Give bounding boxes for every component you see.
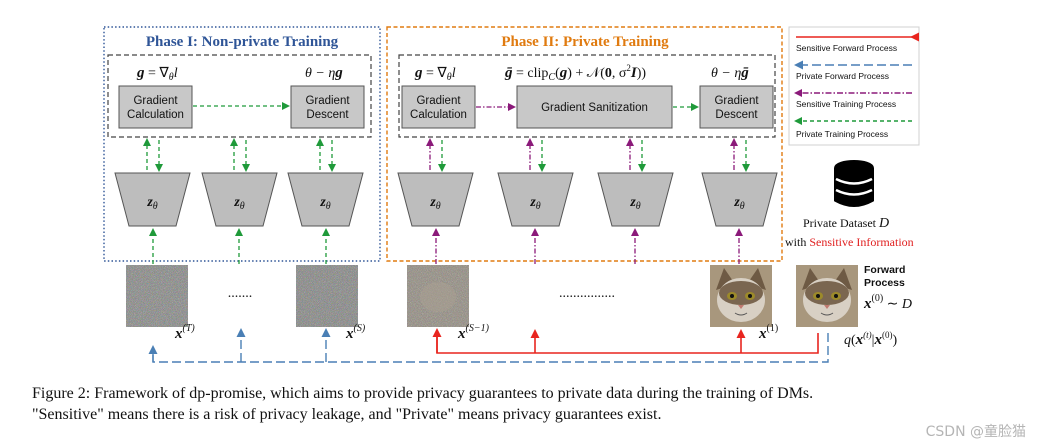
model-z-theta-6: zθ — [597, 172, 674, 227]
svg-text:zθ: zθ — [733, 195, 744, 212]
label-x1: x(1) — [758, 323, 778, 342]
noise-image-xS — [296, 265, 358, 327]
model-z-theta-5: zθ — [497, 172, 574, 227]
svg-text:Gradient: Gradient — [133, 95, 178, 107]
noisy-cat-image-xS-1 — [407, 265, 469, 327]
framework-diagram: Phase I: Non-private Training g = ∇θl θ … — [103, 26, 920, 363]
phase1-frame — [103, 26, 381, 262]
svg-text:zθ: zθ — [319, 195, 330, 212]
svg-text:Descent: Descent — [306, 109, 349, 121]
phase2-inner-frame — [398, 54, 776, 138]
phase2-sanitize-equation: ḡ = clipC(g) + 𝒩(0, σ2I)) — [504, 63, 646, 83]
phase1-grad-equation: g = ∇θl — [136, 65, 178, 83]
dataset-line1: Private Dataset D — [803, 216, 889, 231]
svg-text:Gradient: Gradient — [416, 95, 461, 107]
model-z-theta-4: zθ — [397, 172, 474, 227]
legend-label-sensitive-forward: Sensitive Forward Process — [796, 43, 897, 53]
phase2-model-gradient-arrows — [426, 138, 750, 172]
phase1-model-gradient-arrows — [143, 138, 336, 172]
svg-text:zθ: zθ — [233, 195, 244, 212]
phase2-title: Phase II: Private Training — [501, 34, 669, 50]
phase1-title: Phase I: Non-private Training — [146, 34, 339, 50]
svg-text:zθ: zθ — [429, 195, 440, 212]
sensitive-forward-lines — [432, 328, 819, 354]
phase2-update-equation: θ − ηḡ — [711, 65, 749, 81]
phase2-frame — [386, 26, 783, 262]
gradient-sanitization-box: Gradient Sanitization — [516, 85, 673, 129]
forward-process-title-1: Forward — [864, 264, 905, 276]
svg-text:Calculation: Calculation — [127, 109, 184, 121]
phase2-gradient-calculation-box: Gradient Calculation — [401, 85, 476, 129]
legend-label-sensitive-training: Sensitive Training Process — [796, 99, 896, 109]
image-to-model-arrows — [149, 228, 743, 264]
phase1-gradient-calculation-box: Gradient Calculation — [118, 85, 193, 129]
private-forward-lines — [148, 328, 829, 363]
caption-line-1: Figure 2: Framework of dp-promise, which… — [32, 385, 814, 402]
phase1-inner-frame — [107, 54, 372, 138]
forward-x0-equation: x(0) ∼ D — [863, 293, 912, 312]
phase1-gradient-descent-box: Gradient Descent — [290, 85, 365, 129]
phase2-gradient-descent-box: Gradient Descent — [699, 85, 774, 129]
database-icon — [834, 160, 874, 207]
noise-image-xT — [126, 265, 188, 327]
legend-label-private-forward: Private Forward Process — [796, 71, 889, 81]
model-z-theta-1: zθ — [114, 172, 191, 227]
svg-text:Descent: Descent — [715, 109, 758, 121]
model-z-theta-3: zθ — [287, 172, 364, 227]
label-xS: x(S) — [345, 323, 366, 342]
dots-phase2: ................ — [559, 286, 615, 301]
svg-text:zθ: zθ — [529, 195, 540, 212]
dots-phase1: ....... — [228, 286, 253, 301]
svg-text:Gradient Sanitization: Gradient Sanitization — [541, 102, 648, 114]
cat-image-x1 — [710, 265, 772, 327]
model-z-theta-2: zθ — [201, 172, 278, 227]
watermark: CSDN @童脸猫 — [925, 424, 1026, 440]
caption-line-2: "Sensitive" means there is a risk of pri… — [32, 406, 662, 423]
cat-image-x0 — [796, 265, 858, 327]
legend-label-private-training: Private Training Process — [796, 129, 888, 139]
svg-text:zθ: zθ — [629, 195, 640, 212]
svg-text:Gradient: Gradient — [714, 95, 759, 107]
label-xS-1: x(S−1) — [457, 323, 490, 342]
svg-text:Gradient: Gradient — [305, 95, 350, 107]
sensitive-information-text: Sensitive Information — [809, 235, 913, 249]
forward-q-equation: q(x(t)|x(0)) — [844, 330, 897, 348]
svg-text:zθ: zθ — [146, 195, 157, 212]
model-z-theta-7: zθ — [701, 172, 778, 227]
legend: Sensitive Forward Process Private Forwar… — [788, 26, 920, 146]
forward-process-title-2: Process — [864, 277, 905, 289]
svg-text:Calculation: Calculation — [410, 109, 467, 121]
phase1-update-equation: θ − ηg — [305, 65, 343, 81]
dataset-line2: with Sensitive Information — [785, 235, 914, 249]
phase2-grad-equation: g = ∇θl — [414, 65, 456, 83]
figure-caption: Figure 2: Framework of dp-promise, which… — [32, 383, 1017, 425]
label-xT: x(T) — [174, 323, 195, 342]
